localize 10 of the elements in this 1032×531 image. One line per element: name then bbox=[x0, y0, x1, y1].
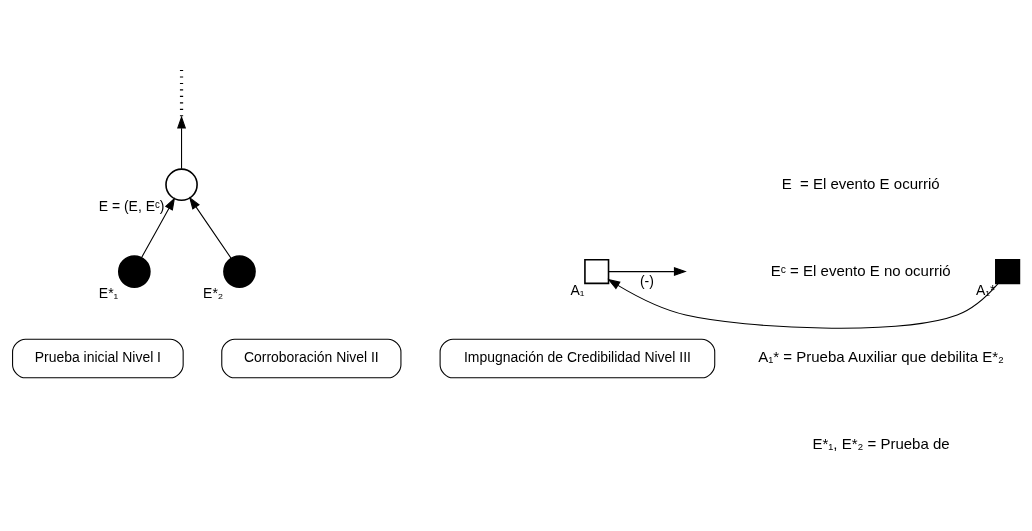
label: E*₁, E*₂ = Prueba de bbox=[812, 434, 950, 452]
label: E = El evento E ocurrió bbox=[781, 174, 940, 192]
label: Eᶜ = El evento E no ocurrió bbox=[770, 261, 951, 279]
edge-label: (-) bbox=[639, 272, 654, 289]
node-label: A₁* bbox=[975, 281, 996, 298]
node-label: A₁ bbox=[570, 281, 585, 298]
node-label: E = (E, Eᶜ) bbox=[98, 197, 165, 214]
node-label: E*₁ bbox=[98, 284, 119, 301]
label: A₁* = Prueba Auxiliar que debilita E*₂ bbox=[758, 347, 1004, 365]
node-label: E*₂ bbox=[203, 284, 224, 301]
